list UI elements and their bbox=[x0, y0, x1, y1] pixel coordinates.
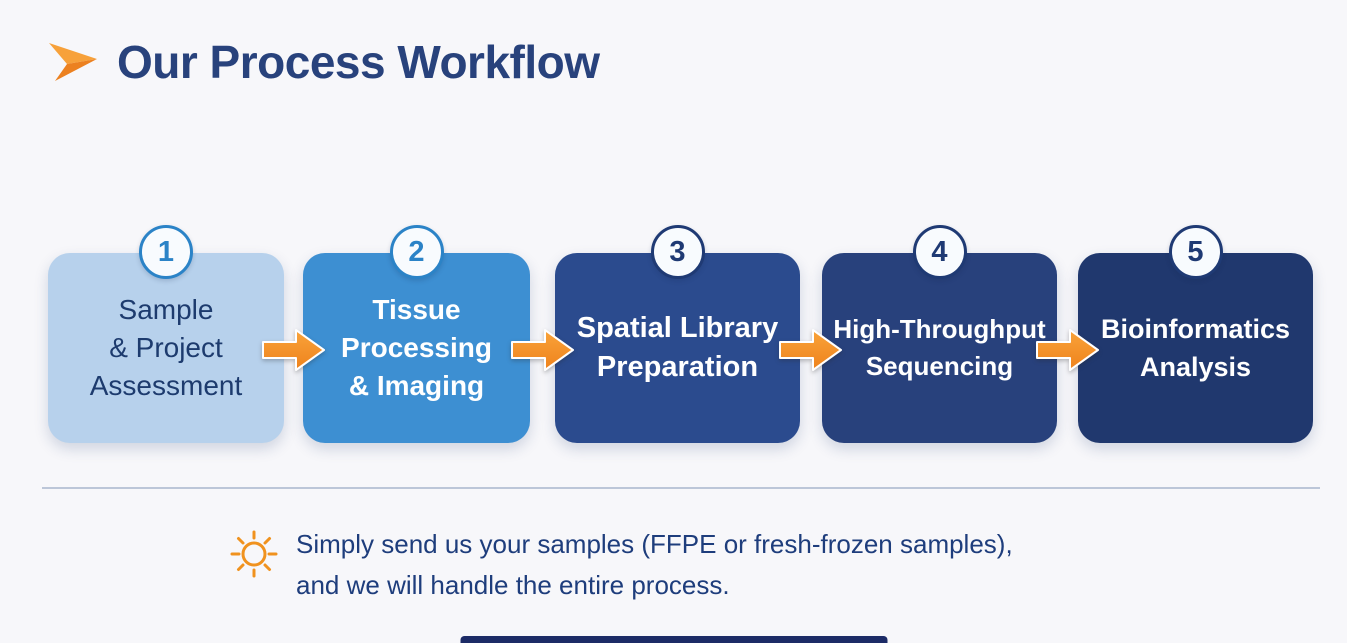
step-number-badge: 2 bbox=[389, 225, 444, 279]
step-number-badge: 1 bbox=[139, 225, 193, 279]
send-arrow-icon bbox=[49, 43, 97, 81]
step-box-2: 2 Tissue Processing & Imaging bbox=[303, 225, 530, 443]
step-box-1: 1 Sample & Project Assessment bbox=[48, 225, 284, 443]
step-number-badge: 4 bbox=[912, 225, 967, 279]
step-label: Spatial Library Preparation bbox=[576, 312, 779, 383]
step-label: Tissue Processing & Imaging bbox=[341, 294, 492, 401]
step-label: High-Throughput Sequencing bbox=[833, 314, 1046, 381]
note-text: Simply send us your samples (FFPE or fre… bbox=[296, 524, 1013, 606]
flow-arrow-icon bbox=[779, 329, 842, 371]
bottom-bar bbox=[460, 636, 887, 643]
step-number-badge: 3 bbox=[650, 225, 705, 279]
divider bbox=[42, 487, 1320, 489]
note-line-2: and we will handle the entire process. bbox=[296, 570, 730, 600]
step-label: Sample & Project Assessment bbox=[89, 294, 243, 401]
note: Simply send us your samples (FFPE or fre… bbox=[228, 524, 1013, 606]
header: Our Process Workflow bbox=[45, 36, 600, 88]
step-box-3: 3 Spatial Library Preparation bbox=[555, 225, 800, 443]
sun-icon bbox=[230, 530, 278, 578]
flow-arrow-icon bbox=[262, 329, 325, 371]
step-box-5: 5 Bioinformatics Analysis bbox=[1078, 225, 1313, 443]
step-number-badge: 5 bbox=[1168, 225, 1223, 279]
step-label: Bioinformatics Analysis bbox=[1100, 314, 1291, 382]
page-title: Our Process Workflow bbox=[117, 35, 600, 88]
flow-arrow-icon bbox=[511, 329, 574, 371]
flow-arrow-icon bbox=[1036, 329, 1099, 371]
step-box-4: 4 High-Throughput Sequencing bbox=[822, 225, 1057, 443]
note-line-1: Simply send us your samples (FFPE or fre… bbox=[296, 529, 1013, 559]
